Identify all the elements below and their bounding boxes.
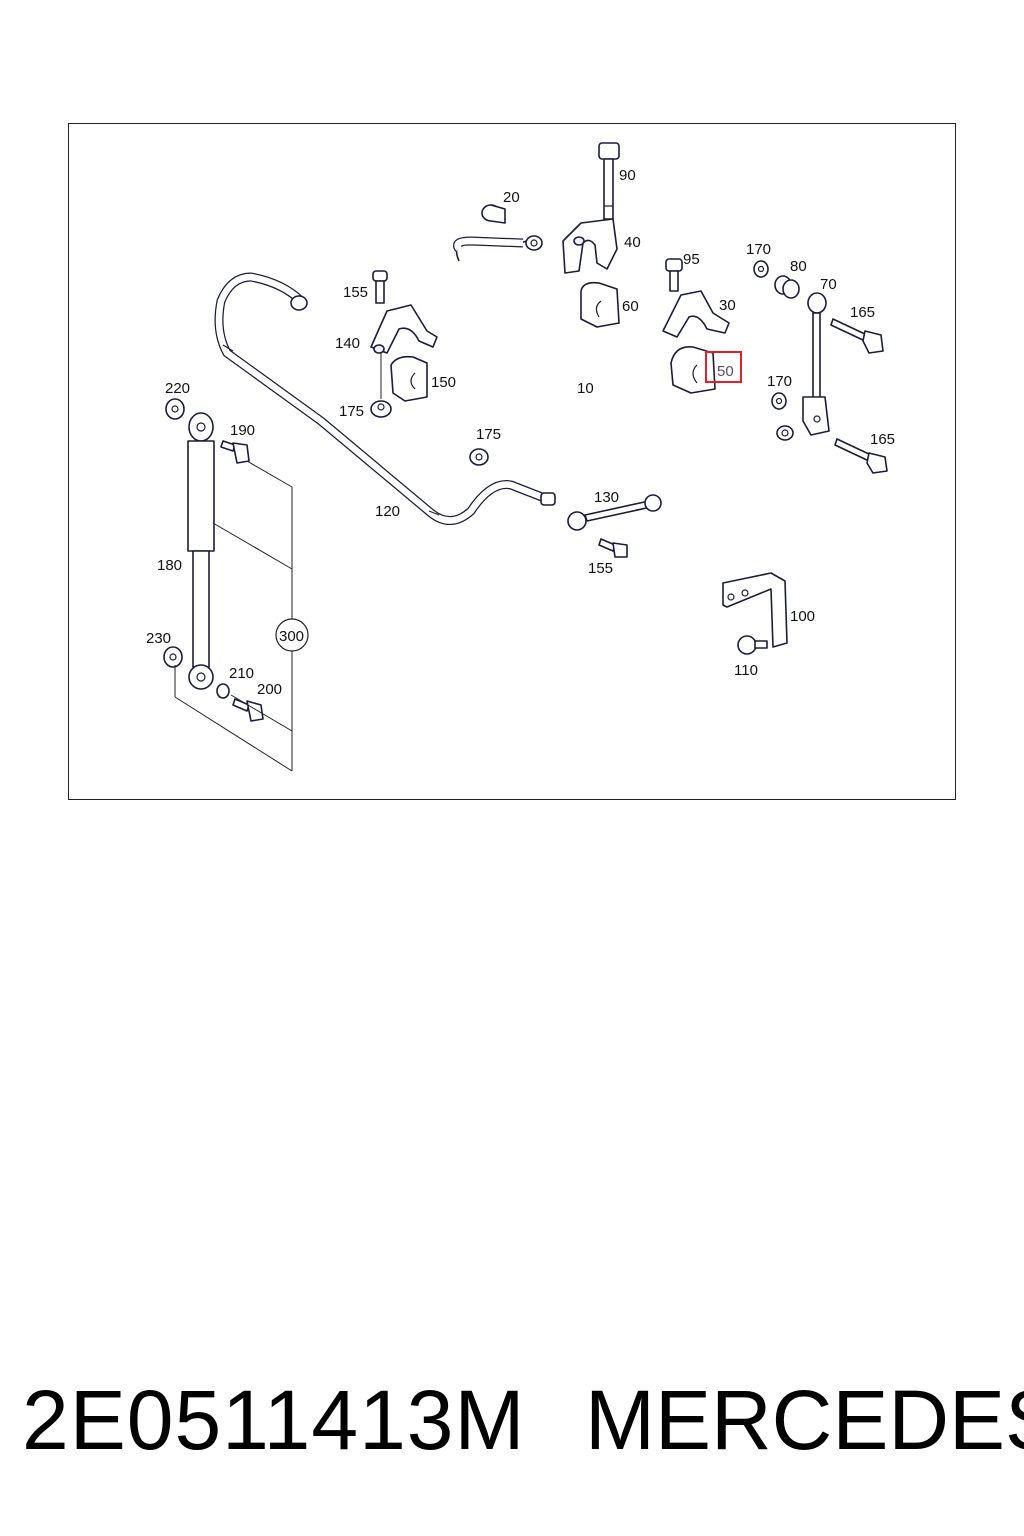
clamp-bracket-40 [562,218,618,274]
bolt-155-upper [372,270,388,304]
label-200[interactable]: 200 [257,681,282,698]
label-50[interactable]: 50 [717,363,734,380]
brand-name: MERCEDES [585,1373,1024,1467]
label-140[interactable]: 140 [335,335,360,352]
label-30[interactable]: 30 [719,297,736,314]
label-170-lower[interactable]: 170 [767,373,792,390]
washer-170-upper [753,260,769,278]
label-180[interactable]: 180 [157,557,182,574]
bushing-80 [774,275,800,299]
label-80[interactable]: 80 [790,258,807,275]
label-165-lower[interactable]: 165 [870,431,895,448]
bushing-150 [390,355,428,402]
link-rod-130 [567,494,662,531]
label-300[interactable]: 300 [279,628,304,645]
bolt-200 [232,698,264,722]
label-90[interactable]: 90 [619,167,636,184]
clamp-30 [662,290,730,338]
bolt-95 [665,258,683,292]
parts-diagram-frame: 10 20 30 40 50 60 70 80 90 95 100 110 12… [68,123,956,800]
washer-230 [163,646,183,668]
label-170-upper[interactable]: 170 [746,241,771,258]
label-95[interactable]: 95 [683,251,700,268]
label-100[interactable]: 100 [790,608,815,625]
bolt-190 [220,440,250,464]
nut-175-left [370,400,392,418]
bolt-165-upper [830,318,884,354]
kit-300-bracket [174,460,309,772]
bushing-50[interactable] [670,346,716,394]
label-155-upper[interactable]: 155 [343,284,368,301]
parts-diagram: 10 20 30 40 50 60 70 80 90 95 100 110 12… [146,142,895,772]
label-175-right[interactable]: 175 [476,426,501,443]
label-165-upper[interactable]: 165 [850,304,875,321]
bolt-110 [737,635,768,655]
stabilizer-bar-120 [214,272,556,525]
label-210[interactable]: 210 [229,665,254,682]
footer: 2E0511413M MERCEDES [0,1370,1024,1470]
bushing-20 [481,204,506,224]
label-175-left[interactable]: 175 [339,403,364,420]
label-150[interactable]: 150 [431,374,456,391]
label-70[interactable]: 70 [820,276,837,293]
label-110[interactable]: 110 [734,662,758,679]
link-rod-70 [802,292,830,436]
label-155-lower[interactable]: 155 [588,560,613,577]
label-230[interactable]: 230 [146,630,171,647]
shock-absorber-180 [187,412,215,690]
label-120[interactable]: 120 [375,503,400,520]
label-60[interactable]: 60 [622,298,639,315]
label-130[interactable]: 130 [594,489,619,506]
nut-175-right [469,448,489,466]
label-40[interactable]: 40 [624,234,641,251]
bracket-100 [722,572,788,648]
label-190[interactable]: 190 [230,422,255,439]
bolt-90 [598,142,620,220]
part-number: 2E0511413M [22,1373,526,1467]
clamp-140 [370,304,438,399]
washer-210 [216,683,230,699]
washer-220 [165,398,185,420]
label-20[interactable]: 20 [503,189,520,206]
label-220[interactable]: 220 [165,380,190,397]
bolt-165-lower [834,438,888,474]
stabilizer-bar-10 [453,235,794,461]
label-10[interactable]: 10 [577,380,594,397]
bushing-60 [580,281,620,328]
washer-170-lower [771,392,787,410]
bolt-155-lower [598,538,628,558]
highlight-box-50 [705,351,742,383]
